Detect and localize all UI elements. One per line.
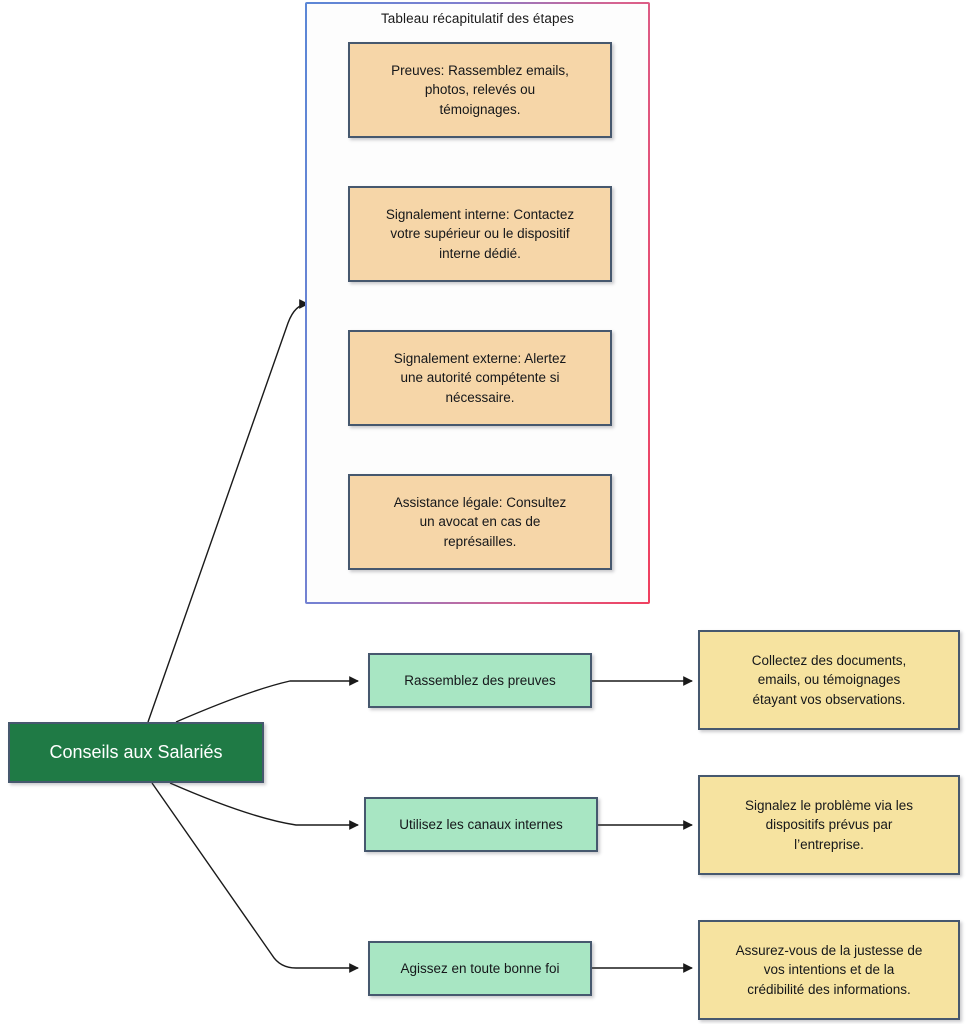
node-leaf-preuves-label: Collectez des documents, emails, ou témo… bbox=[751, 653, 907, 707]
node-root-conseils[interactable]: Conseils aux Salariés bbox=[8, 722, 264, 783]
node-step-signalement-externe[interactable]: Signalement externe: Alertez une autorit… bbox=[348, 330, 612, 426]
edge-root-to-mid-3 bbox=[151, 782, 359, 973]
group-title: Tableau récapitulatif des étapes bbox=[380, 11, 575, 26]
node-step-preuves[interactable]: Preuves: Rassemblez emails, photos, rele… bbox=[348, 42, 612, 138]
node-leaf-bonne-foi-label: Assurez-vous de la justesse de vos inten… bbox=[735, 943, 923, 997]
edge-root-to-group bbox=[147, 299, 309, 723]
node-leaf-preuves[interactable]: Collectez des documents, emails, ou témo… bbox=[698, 630, 960, 730]
node-leaf-canaux[interactable]: Signalez le problème via les dispositifs… bbox=[698, 775, 960, 875]
node-step-assistance-legale-label: Assistance légale: Consultez un avocat e… bbox=[393, 495, 567, 549]
node-mid-canaux-label: Utilisez les canaux internes bbox=[399, 816, 563, 832]
node-mid-preuves[interactable]: Rassemblez des preuves bbox=[368, 653, 592, 708]
node-step-signalement-interne[interactable]: Signalement interne: Contactez votre sup… bbox=[348, 186, 612, 282]
node-mid-canaux[interactable]: Utilisez les canaux internes bbox=[364, 797, 598, 852]
edge-root-to-mid-2 bbox=[169, 782, 359, 830]
node-mid-bonne-foi-label: Agissez en toute bonne foi bbox=[400, 960, 560, 976]
node-step-signalement-interne-label: Signalement interne: Contactez votre sup… bbox=[385, 207, 575, 261]
node-step-signalement-externe-label: Signalement externe: Alertez une autorit… bbox=[393, 351, 567, 405]
node-mid-bonne-foi[interactable]: Agissez en toute bonne foi bbox=[368, 941, 592, 996]
node-step-assistance-legale[interactable]: Assistance légale: Consultez un avocat e… bbox=[348, 474, 612, 570]
node-leaf-bonne-foi[interactable]: Assurez-vous de la justesse de vos inten… bbox=[698, 920, 960, 1020]
node-step-preuves-label: Preuves: Rassemblez emails, photos, rele… bbox=[391, 63, 569, 117]
edge-root-to-mid-1 bbox=[175, 676, 359, 723]
node-root-conseils-label: Conseils aux Salariés bbox=[49, 741, 223, 762]
node-leaf-canaux-label: Signalez le problème via les dispositifs… bbox=[744, 798, 914, 852]
node-mid-preuves-label: Rassemblez des preuves bbox=[404, 672, 556, 688]
